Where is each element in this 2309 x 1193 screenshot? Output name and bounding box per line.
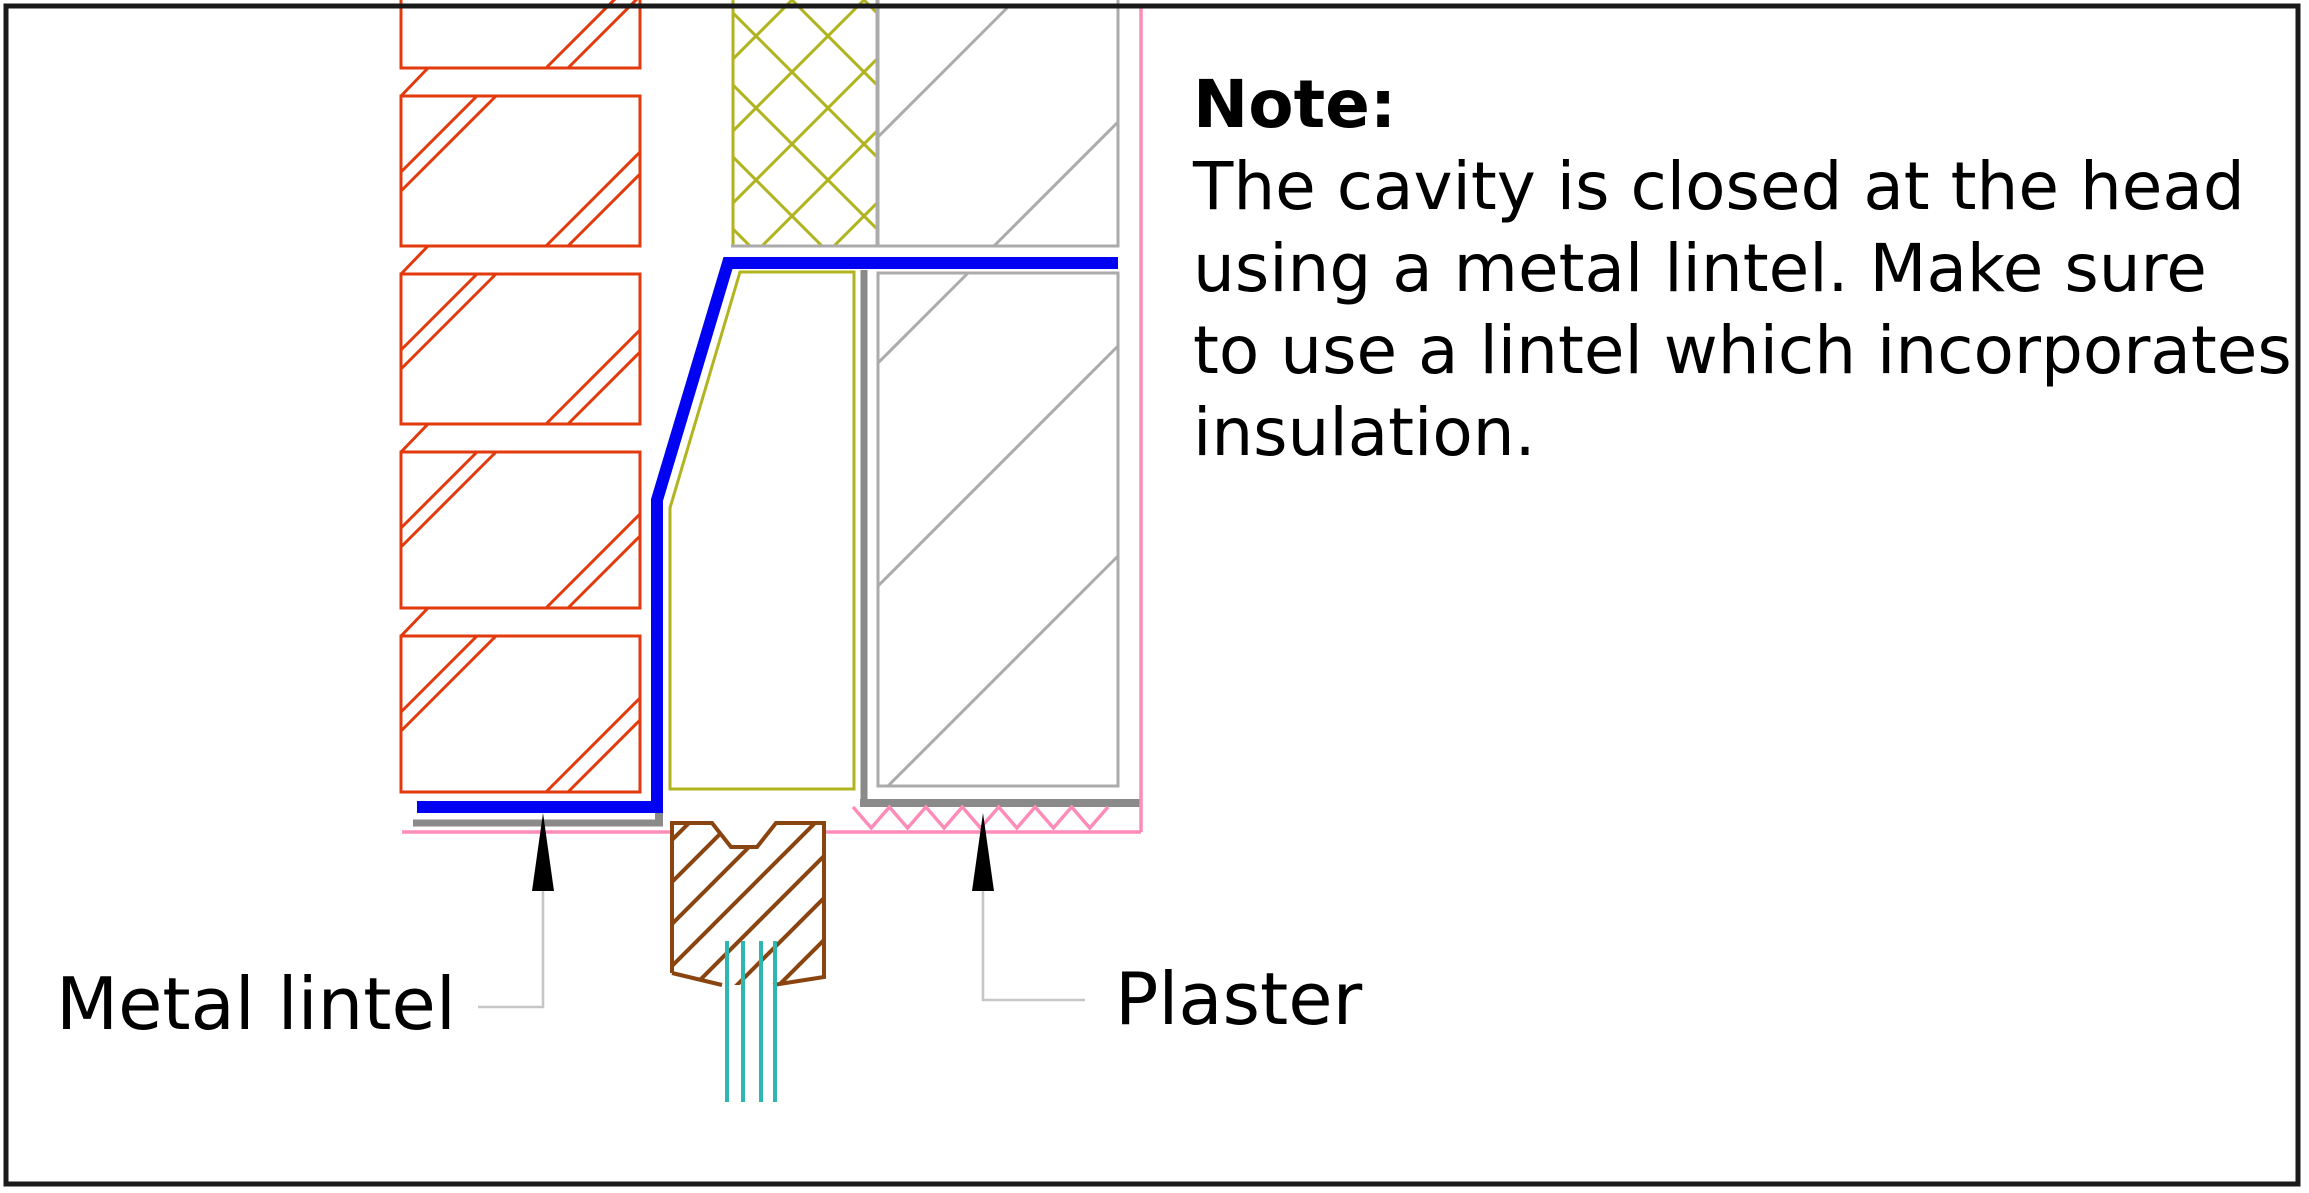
- plaster-callout-arrow: [972, 813, 1085, 1002]
- window-glazing-lines: [725, 941, 777, 1102]
- plaster-label: Plaster: [1115, 957, 1363, 1041]
- metal-lintel-profile: [417, 257, 1118, 813]
- note-line: insulation.: [1193, 394, 1536, 471]
- brick-outer-leaf: [399, 0, 642, 794]
- note-line: to use a lintel which incorporates: [1193, 312, 2292, 389]
- inner-leaf-wall-lower: [876, 271, 1120, 788]
- note-line: using a metal lintel. Make sure: [1193, 230, 2207, 307]
- brick: [399, 94, 642, 248]
- metal-lintel-label: Metal lintel: [56, 962, 456, 1046]
- metal-lintel-callout-arrow: [478, 813, 554, 1009]
- brick: [399, 450, 642, 610]
- inner-leaf-wall-upper: [876, 0, 1120, 248]
- note-title: Note:: [1193, 66, 1397, 143]
- page-border: [3, 3, 2301, 1187]
- brick: [399, 634, 642, 794]
- note-line: The cavity is closed at the head: [1193, 148, 2245, 225]
- steel-support-lines: [413, 270, 1141, 827]
- window-frame: [670, 821, 826, 987]
- cavity-insulation-upper: [731, 0, 879, 248]
- note-block: Note: The cavity is closed at the head u…: [1193, 64, 2292, 474]
- cavity-insulation-lower: [668, 270, 856, 791]
- plaster-zigzag-hatch: [851, 804, 1110, 831]
- brick: [399, 272, 642, 426]
